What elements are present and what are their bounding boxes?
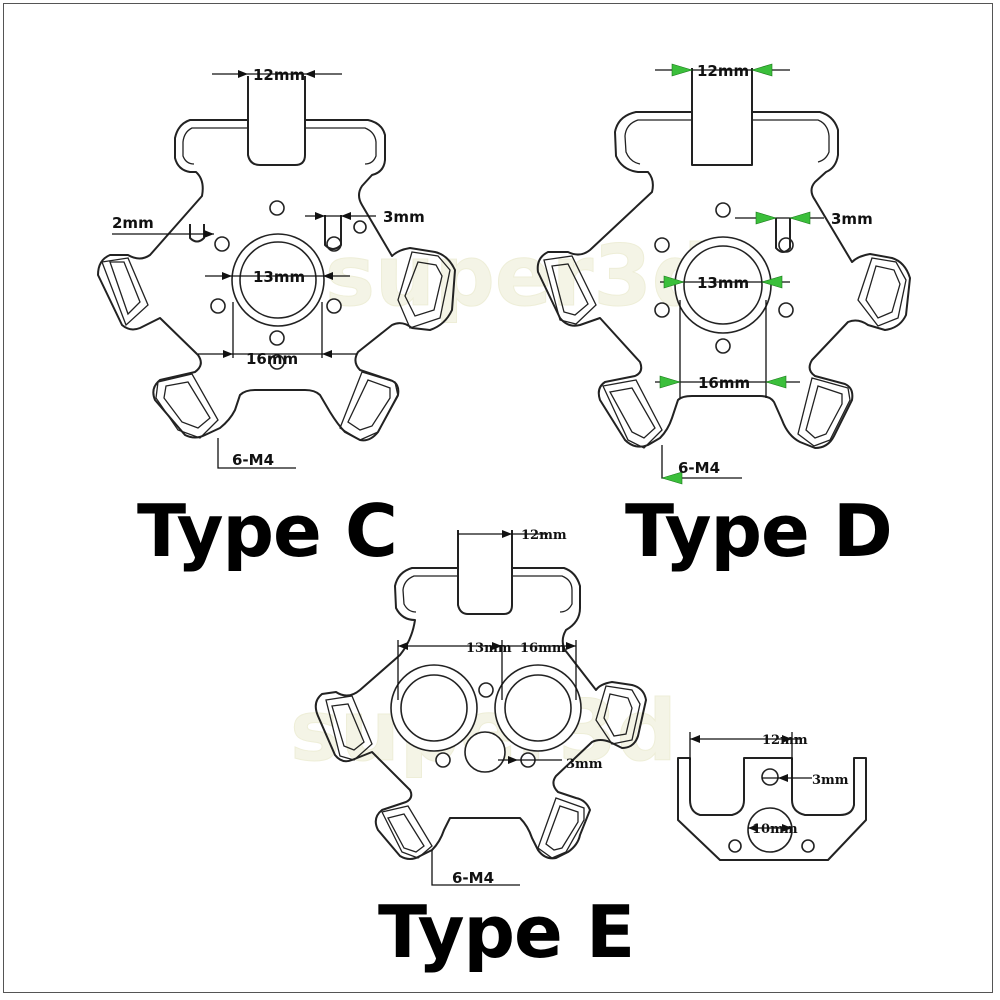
type-c-dim-width: 16mm — [246, 350, 298, 368]
type-c-drawing: 12mm 2mm 3mm 13mm 16mm 6-M4 — [97, 66, 456, 469]
type-d-dim-bore: 13mm — [697, 274, 749, 292]
detail-drawing: 12mm 3mm 10mm — [677, 732, 867, 861]
detail-dim-right: 3mm — [812, 773, 849, 788]
type-e-dim-width: 16mm — [520, 641, 566, 656]
detail-dim-top: 12mm — [762, 733, 808, 748]
watermark-bottom: super3d — [290, 682, 677, 780]
type-e-label: Type E — [378, 890, 634, 974]
type-d-bore-inner — [683, 245, 763, 325]
type-d-outline — [536, 111, 911, 449]
type-c-dim-left: 2mm — [112, 214, 154, 232]
detail-dim-bore: 10mm — [752, 822, 798, 837]
type-c-dim-bore: 13mm — [253, 268, 305, 286]
type-d-label: Type D — [625, 489, 892, 573]
detail-bore — [747, 807, 793, 853]
detail-outline — [677, 757, 867, 861]
type-c-dim-screws: 6-M4 — [232, 451, 274, 469]
type-e-dim-small: 3mm — [566, 757, 603, 772]
image-frame — [3, 3, 993, 993]
type-e-bore-right-inner — [504, 674, 572, 742]
type-d-drawing: 12mm 3mm 13mm 16mm 6-M4 — [536, 62, 911, 485]
type-c-outline — [97, 119, 456, 442]
type-e-dim-top: 12mm — [521, 528, 567, 543]
type-d-dim-right: 3mm — [831, 210, 873, 228]
type-d-dim-top: 12mm — [697, 62, 749, 80]
type-c-dim-right: 3mm — [383, 208, 425, 226]
type-e-drawing: 12mm 13mm 16mm 3mm 6-M4 — [314, 528, 647, 887]
type-d-dim-screws: 6-M4 — [678, 459, 720, 477]
type-c-dim-top: 12mm — [253, 66, 305, 84]
type-d-dim-width: 16mm — [698, 374, 750, 392]
type-e-outline — [314, 567, 647, 860]
watermark-top: super3d — [325, 227, 712, 325]
type-c-label: Type C — [137, 489, 397, 573]
type-e-bore-left-inner — [400, 674, 468, 742]
type-c-bore-inner — [239, 241, 317, 319]
type-e-dim-screws: 6-M4 — [452, 869, 494, 887]
type-e-dim-bore: 13mm — [466, 641, 512, 656]
